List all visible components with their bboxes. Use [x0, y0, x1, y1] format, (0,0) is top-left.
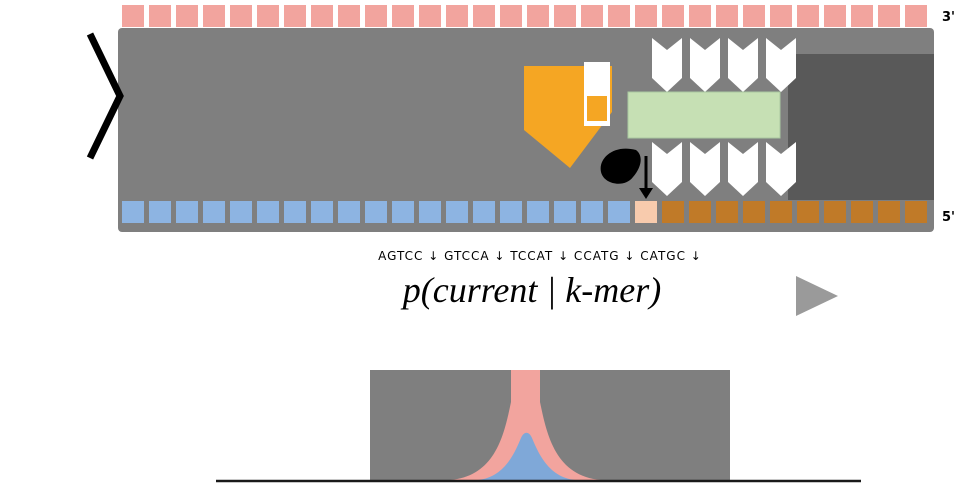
base-square: [608, 5, 630, 27]
base-square: [878, 5, 900, 27]
pore-inner-body: [788, 54, 934, 200]
current-base-arrow: [639, 156, 653, 199]
base-square-complementary: [419, 201, 441, 223]
membrane-diagram: [216, 370, 861, 483]
base-square: [851, 5, 873, 27]
base-square-complementary: [392, 201, 414, 223]
base-square: [311, 5, 333, 27]
base-square: [743, 5, 765, 27]
gray-triangle-pointer: [796, 276, 838, 316]
chevron-arrow: [652, 38, 682, 92]
left-chevron-icon: [86, 32, 124, 160]
ion-flow-bottom: [652, 142, 796, 196]
chevron-arrow: [690, 38, 720, 92]
base-square-complementary: [230, 201, 252, 223]
base-square: [230, 5, 252, 27]
base-square-complementary: [581, 201, 603, 223]
base-square: [500, 5, 522, 27]
base-square-complementary: [365, 201, 387, 223]
base-square: [554, 5, 576, 27]
chevron-arrow: [766, 142, 796, 196]
base-square-complementary: [203, 201, 225, 223]
base-square-unread-template: [905, 201, 927, 223]
base-square-unread-template: [743, 201, 765, 223]
base-square: [905, 5, 927, 27]
chevron-arrow: [652, 142, 682, 196]
base-square-complementary: [500, 201, 522, 223]
base-square-complementary: [338, 201, 360, 223]
base-square: [689, 5, 711, 27]
base-square: [581, 5, 603, 27]
ion-flow-top: [652, 38, 796, 92]
chevron-arrow: [728, 38, 758, 92]
arrowhead-icon: [639, 188, 653, 199]
base-square-unread-template: [662, 201, 684, 223]
base-square-complementary: [446, 201, 468, 223]
base-square-complementary: [473, 201, 495, 223]
kmer-caption: AGTCC ↓ GTCCA ↓ TCCAT ↓ CCATG ↓ CATGC ↓: [378, 249, 702, 263]
base-square: [338, 5, 360, 27]
base-square-unread-template: [689, 201, 711, 223]
base-square-complementary: [257, 201, 279, 223]
base-square-unread-template: [716, 201, 738, 223]
base-square-unread-template: [824, 201, 846, 223]
base-square: [392, 5, 414, 27]
base-square: [824, 5, 846, 27]
base-square-complementary: [176, 201, 198, 223]
enzyme-channel-base: [587, 96, 607, 121]
template-strand: [122, 5, 927, 27]
base-square-complementary: [284, 201, 306, 223]
base-square: [662, 5, 684, 27]
signal-distribution-narrow: [478, 432, 575, 480]
base-square: [284, 5, 306, 27]
base-square: [716, 5, 738, 27]
base-square-complementary: [608, 201, 630, 223]
teardrop-marker: [600, 148, 641, 184]
base-square-complementary: [554, 201, 576, 223]
base-square: [176, 5, 198, 27]
pore-slot: [511, 370, 540, 403]
base-square: [203, 5, 225, 27]
strand-end-label-bottom: 5': [942, 210, 955, 225]
base-square: [797, 5, 819, 27]
chevron-arrow: [728, 142, 758, 196]
base-square-unread-template: [797, 201, 819, 223]
chevron-arrow: [766, 38, 796, 92]
chevron-arrow: [690, 142, 720, 196]
base-square-complementary: [122, 201, 144, 223]
base-square-unread-template: [770, 201, 792, 223]
main-caption: p(current | k-mer): [400, 270, 661, 310]
base-square: [635, 5, 657, 27]
base-square: [473, 5, 495, 27]
base-square: [770, 5, 792, 27]
base-square-complementary: [311, 201, 333, 223]
reader-block: [627, 91, 781, 139]
base-square: [419, 5, 441, 27]
motor-enzyme: [524, 62, 612, 168]
base-square-complementary: [149, 201, 171, 223]
synthesized-strand: [122, 201, 927, 223]
base-square: [527, 5, 549, 27]
base-square: [122, 5, 144, 27]
base-square: [446, 5, 468, 27]
base-square: [257, 5, 279, 27]
base-square-incorporated-base: [635, 201, 657, 223]
base-square-unread-template: [851, 201, 873, 223]
base-square-unread-template: [878, 201, 900, 223]
base-square: [149, 5, 171, 27]
base-square: [365, 5, 387, 27]
strand-end-label-top: 3': [942, 10, 955, 25]
base-square-complementary: [527, 201, 549, 223]
